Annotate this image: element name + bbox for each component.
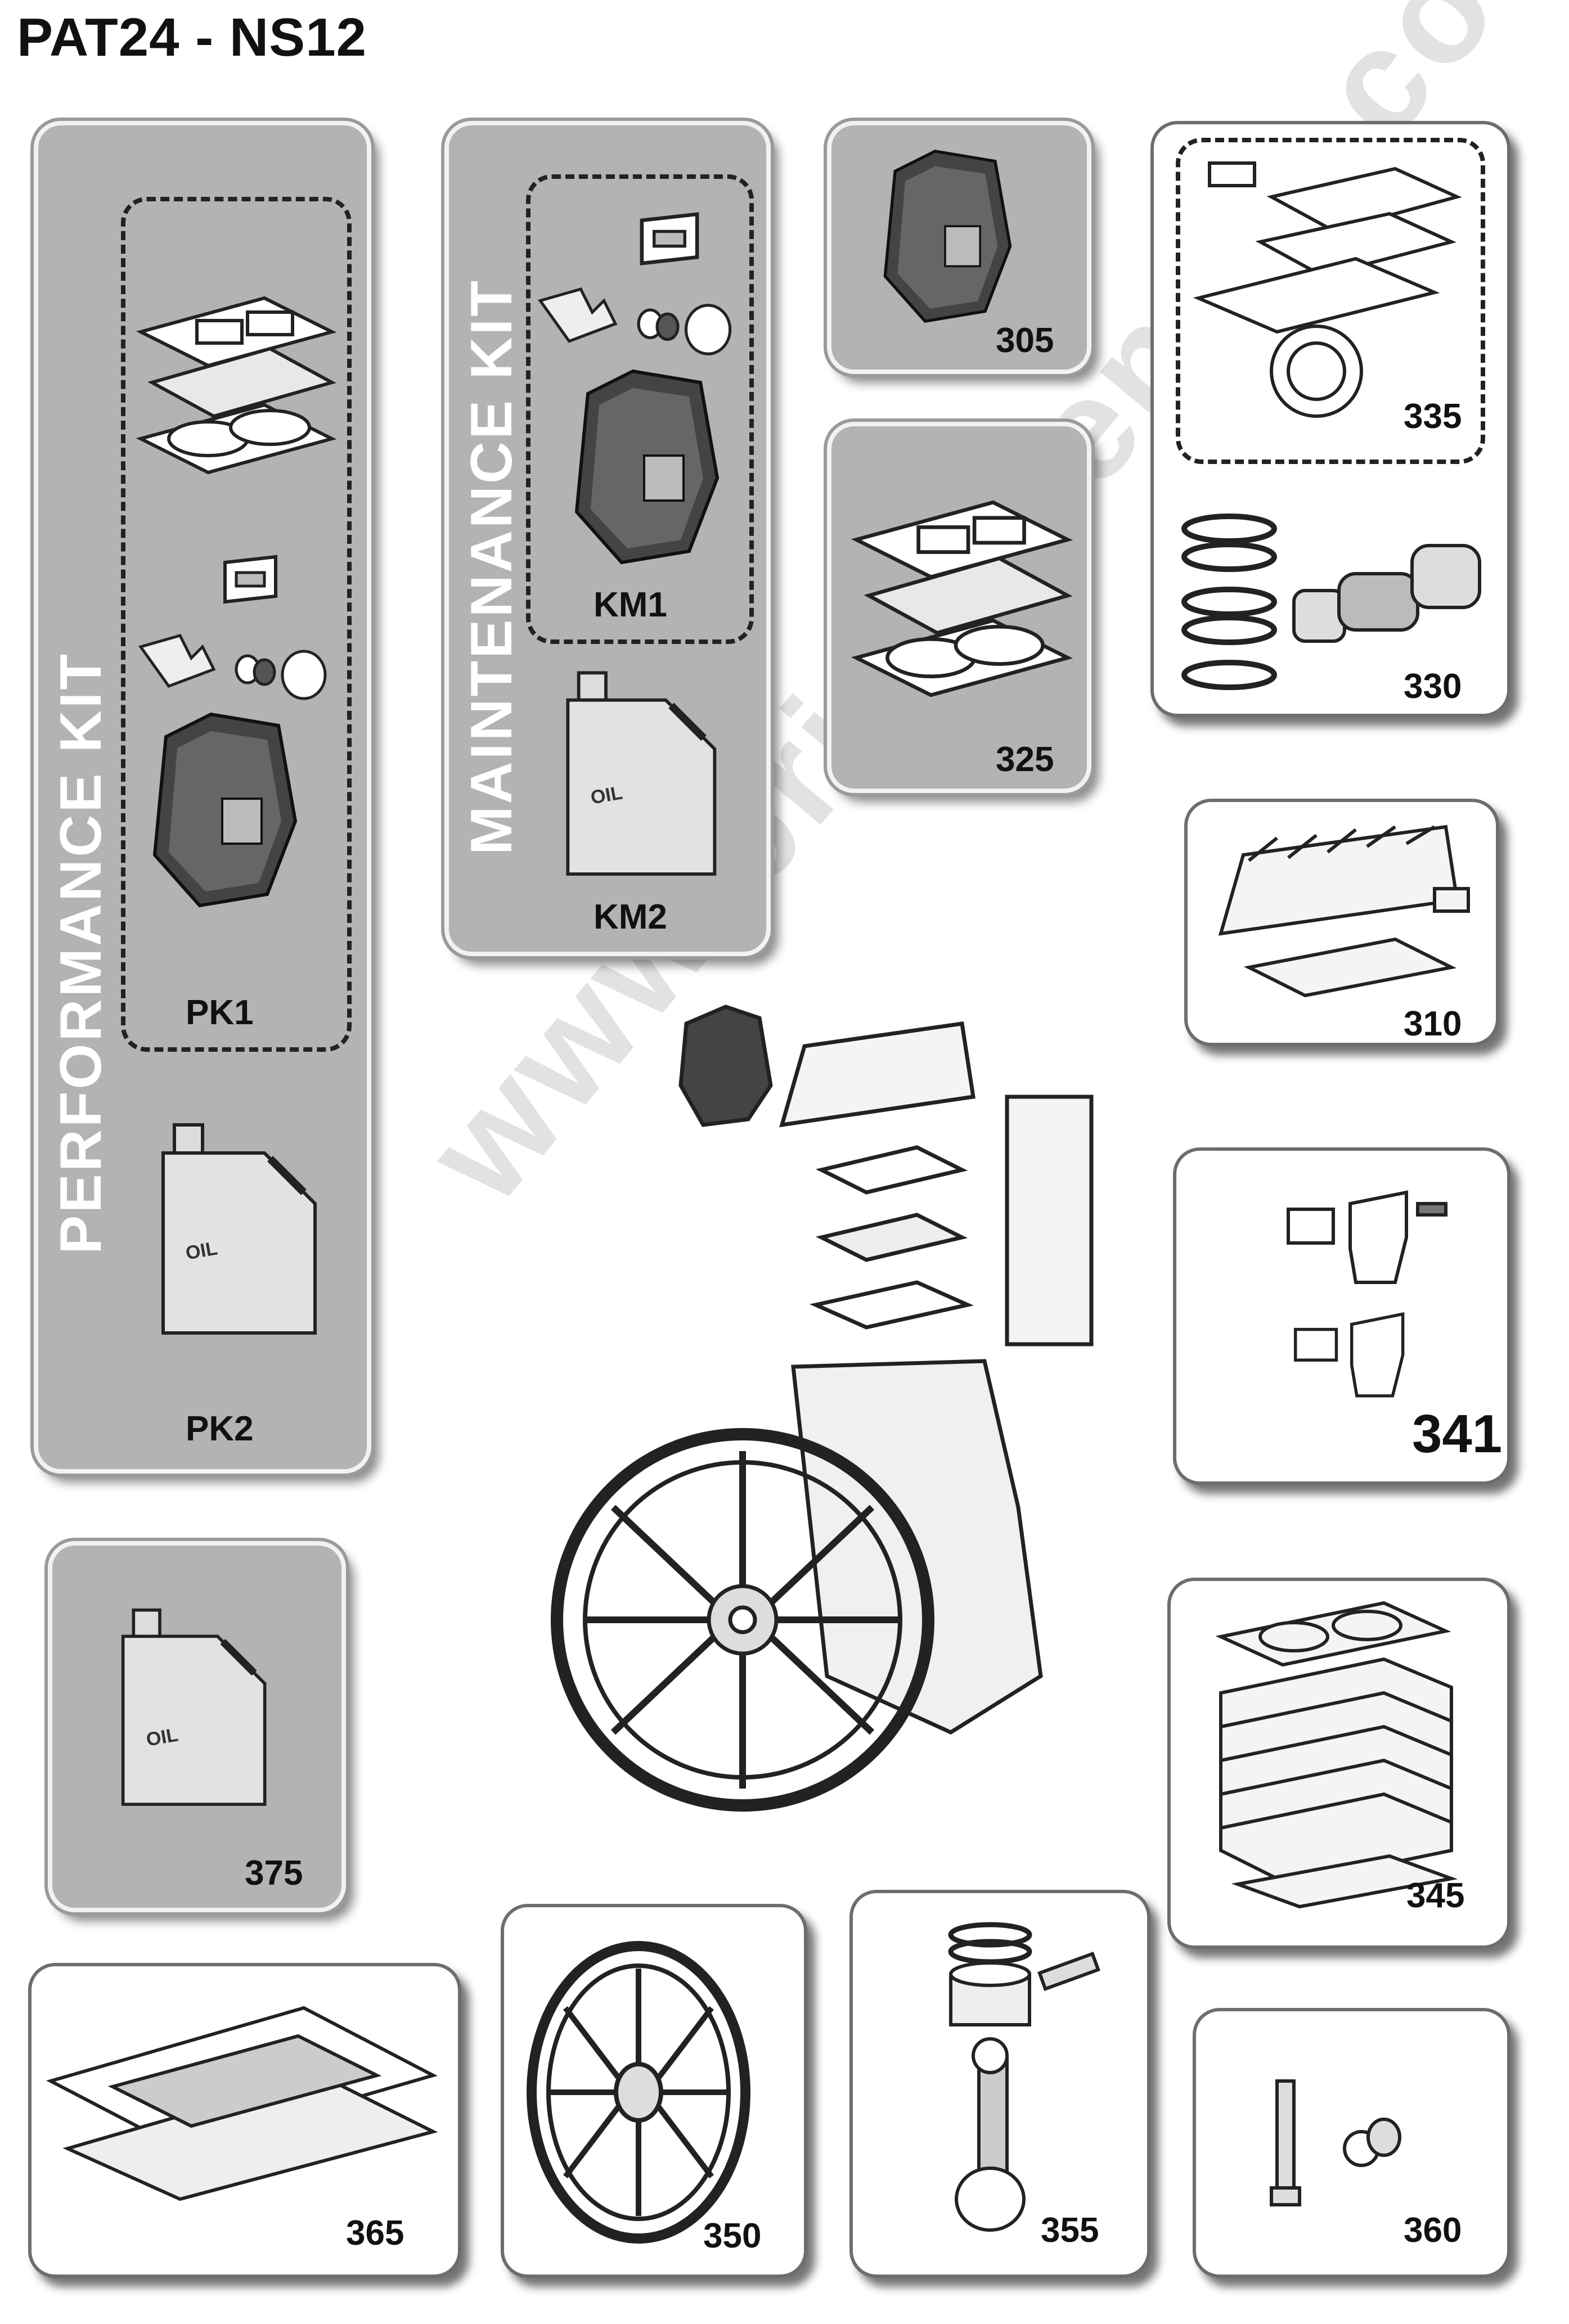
km1-kit-box — [526, 174, 754, 644]
gasket-stack-icon — [136, 296, 337, 475]
filter-fitting-icon — [138, 634, 327, 700]
filter-fitting-icon — [538, 287, 732, 355]
part-335-kit-box — [1176, 138, 1485, 464]
piston-rings-icon — [1181, 514, 1277, 690]
gasket-stack-icon — [851, 500, 1073, 697]
part-360-code: 360 — [1404, 2211, 1462, 2250]
oil-can-icon — [121, 1608, 267, 1806]
cylinder-block-icon — [1215, 1601, 1458, 1909]
air-filter-icon — [152, 712, 298, 908]
connecting-parts-icon — [1292, 544, 1481, 643]
page-title: PAT24 - NS12 — [17, 7, 367, 67]
pk1-kit-box — [121, 197, 352, 1052]
performance-kit-label: PERFORMANCE KIT — [48, 651, 114, 1254]
air-filter-icon — [574, 369, 720, 565]
elbow-fitting-icon — [1294, 1312, 1405, 1398]
pk2-code: PK2 — [186, 1409, 254, 1448]
part-375-code: 375 — [245, 1854, 303, 1893]
maintenance-kit-label: MAINTENANCE KIT — [459, 278, 524, 855]
oil-can-icon — [161, 1123, 317, 1335]
part-325-code: 325 — [996, 740, 1054, 779]
part-350-code: 350 — [703, 2217, 762, 2255]
cylinder-head-icon — [1218, 825, 1470, 998]
flywheel-icon — [527, 1941, 750, 2244]
valve-gasket-icon — [640, 212, 699, 265]
valve-gasket-icon — [223, 555, 277, 604]
base-gasket-icon — [46, 2006, 438, 2201]
part-365-code: 365 — [346, 2214, 404, 2253]
oil-can-icon — [566, 671, 717, 876]
part-310-code: 310 — [1404, 1005, 1462, 1043]
km2-code: KM2 — [594, 898, 667, 936]
elbow-fitting-icon — [1287, 1190, 1447, 1284]
pk1-code: PK1 — [186, 993, 254, 1032]
part-341-code: 341 — [1412, 1404, 1503, 1464]
compressor-assembly-icon — [551, 1005, 1094, 1812]
part-341-panel[interactable] — [1173, 1147, 1510, 1485]
air-filter-icon — [883, 150, 1012, 323]
piston-rod-icon — [948, 1922, 1100, 2232]
part-355-code: 355 — [1041, 2211, 1099, 2250]
bolt-washer-icon — [1270, 2079, 1401, 2206]
km1-code: KM1 — [594, 585, 667, 624]
head-gasket-set-icon — [1193, 161, 1462, 418]
part-345-code: 345 — [1406, 1876, 1465, 1915]
part-305-code: 305 — [996, 321, 1054, 360]
part-335-code: 335 — [1404, 397, 1462, 436]
part-330-code: 330 — [1404, 667, 1462, 706]
